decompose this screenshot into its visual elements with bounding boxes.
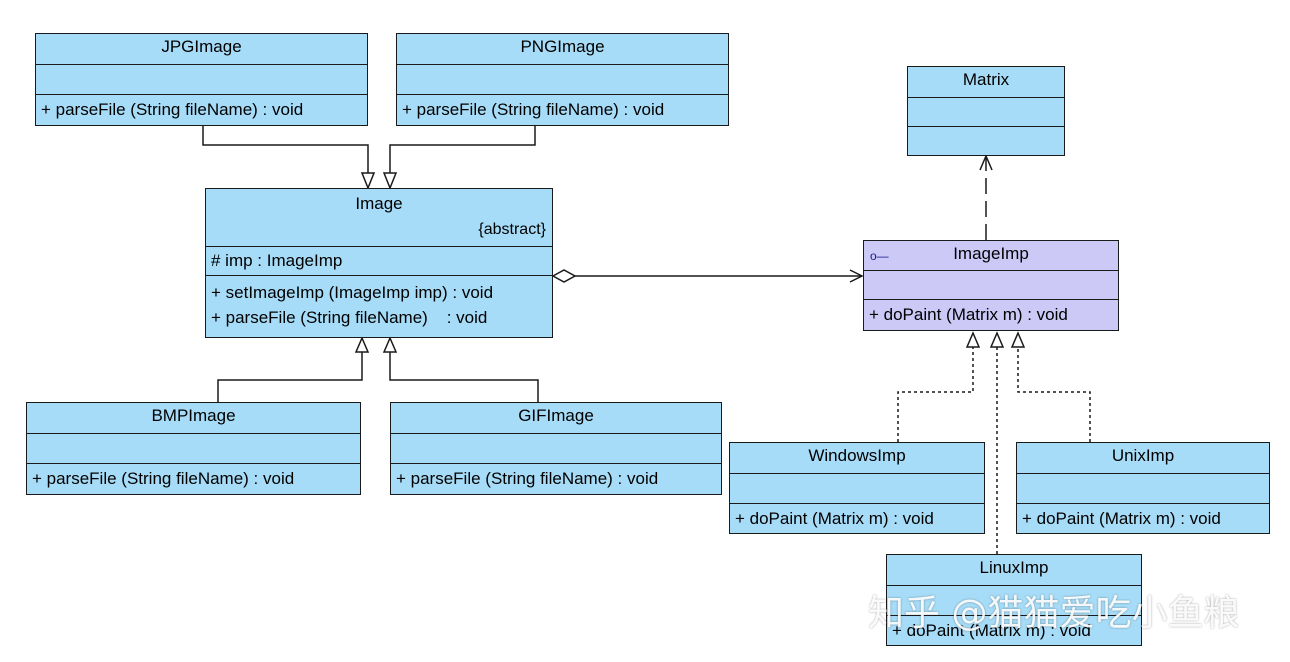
method-row: + parseFile (String fileName) : void xyxy=(391,463,721,494)
gif-generalization-arrow xyxy=(382,336,398,353)
method-row: + setImageImp (ImageImp imp) : void xyxy=(211,283,494,302)
interface-imageimp[interactable]: o— ImageImp + doPaint (Matrix m) : void xyxy=(863,240,1119,331)
attributes-section xyxy=(36,64,367,94)
attributes-section xyxy=(864,270,1118,299)
class-name-section: LinuxImp xyxy=(887,555,1141,585)
class-name: GIFImage xyxy=(518,406,594,425)
method-row: + parseFile (String fileName) : void xyxy=(36,94,367,125)
linux-realization-arrow xyxy=(989,331,1005,348)
attribute-row: # imp : ImageImp xyxy=(206,246,552,275)
png-to-image-edge xyxy=(389,126,536,173)
class-image[interactable]: Image {abstract} # imp : ImageImp + setI… xyxy=(205,188,553,338)
bmp-generalization-arrow xyxy=(354,336,370,353)
class-name-section: WindowsImp xyxy=(730,443,984,473)
class-name: Matrix xyxy=(962,70,1010,89)
unix-to-imageimp-edge xyxy=(1017,347,1091,442)
class-matrix[interactable]: Matrix xyxy=(907,66,1065,156)
watermark-text: 知乎 @猫猫爱吃小鱼粮 xyxy=(868,593,1240,634)
class-name-section: PNGImage xyxy=(397,34,728,64)
class-name-section: GIFImage xyxy=(391,403,721,433)
class-linuximp[interactable]: LinuxImp + doPaint (Matrix m) : void xyxy=(886,554,1142,646)
windows-to-imageimp-edge xyxy=(897,347,974,442)
class-name: JPGImage xyxy=(161,37,242,56)
class-name: LinuxImp xyxy=(979,558,1049,577)
method-row: + parseFile (String fileName) : void xyxy=(211,308,488,327)
class-name: UnixImp xyxy=(1111,446,1175,465)
methods-section xyxy=(908,126,1064,154)
gif-to-image-edge xyxy=(389,352,539,402)
class-name: Image xyxy=(355,194,403,213)
attributes-section xyxy=(27,433,360,463)
png-generalization-arrow xyxy=(382,172,398,191)
method-row: + doPaint (Matrix m) : void xyxy=(730,503,984,533)
dependency-arrow xyxy=(979,154,993,171)
unix-realization-arrow xyxy=(1010,331,1026,348)
class-name: BMPImage xyxy=(151,406,236,425)
abstract-stereotype: {abstract} xyxy=(478,221,546,238)
interface-icon: o— xyxy=(870,249,889,263)
class-gifimage[interactable]: GIFImage + parseFile (String fileName) :… xyxy=(390,402,722,495)
method-row: + doPaint (Matrix m) : void xyxy=(864,299,1118,329)
class-name-section: JPGImage xyxy=(36,34,367,64)
method-row: + parseFile (String fileName) : void xyxy=(27,463,360,494)
class-uniximp[interactable]: UnixImp + doPaint (Matrix m) : void xyxy=(1016,442,1270,534)
class-name: PNGImage xyxy=(520,37,605,56)
attributes-section xyxy=(1017,473,1269,503)
methods-section: + setImageImp (ImageImp imp) : void + pa… xyxy=(206,275,552,337)
attributes-section xyxy=(730,473,984,503)
class-name: ImageImp xyxy=(953,244,1029,263)
class-name: WindowsImp xyxy=(808,446,906,465)
method-row: + doPaint (Matrix m) : void xyxy=(887,615,1141,645)
method-row: + doPaint (Matrix m) : void xyxy=(1017,503,1269,533)
class-name-section: UnixImp xyxy=(1017,443,1269,473)
class-name-section: Image {abstract} xyxy=(206,189,552,246)
class-name-section: Matrix xyxy=(908,67,1064,97)
attributes-section xyxy=(397,64,728,94)
jpg-to-image-edge xyxy=(202,126,369,173)
navigability-arrow xyxy=(849,269,864,283)
class-jpgimage[interactable]: JPGImage + parseFile (String fileName) :… xyxy=(35,33,368,126)
bmp-to-image-edge xyxy=(217,352,363,402)
class-windowsimp[interactable]: WindowsImp + doPaint (Matrix m) : void xyxy=(729,442,985,534)
class-name-section: o— ImageImp xyxy=(864,241,1118,270)
windows-realization-arrow xyxy=(965,331,981,348)
aggregation-diamond xyxy=(551,269,577,283)
jpg-generalization-arrow xyxy=(360,172,376,191)
attributes-section xyxy=(887,585,1141,615)
class-name-section: BMPImage xyxy=(27,403,360,433)
attributes-section xyxy=(908,97,1064,126)
attributes-section xyxy=(391,433,721,463)
method-row: + parseFile (String fileName) : void xyxy=(397,94,728,125)
class-pngimage[interactable]: PNGImage + parseFile (String fileName) :… xyxy=(396,33,729,126)
class-bmpimage[interactable]: BMPImage + parseFile (String fileName) :… xyxy=(26,402,361,495)
